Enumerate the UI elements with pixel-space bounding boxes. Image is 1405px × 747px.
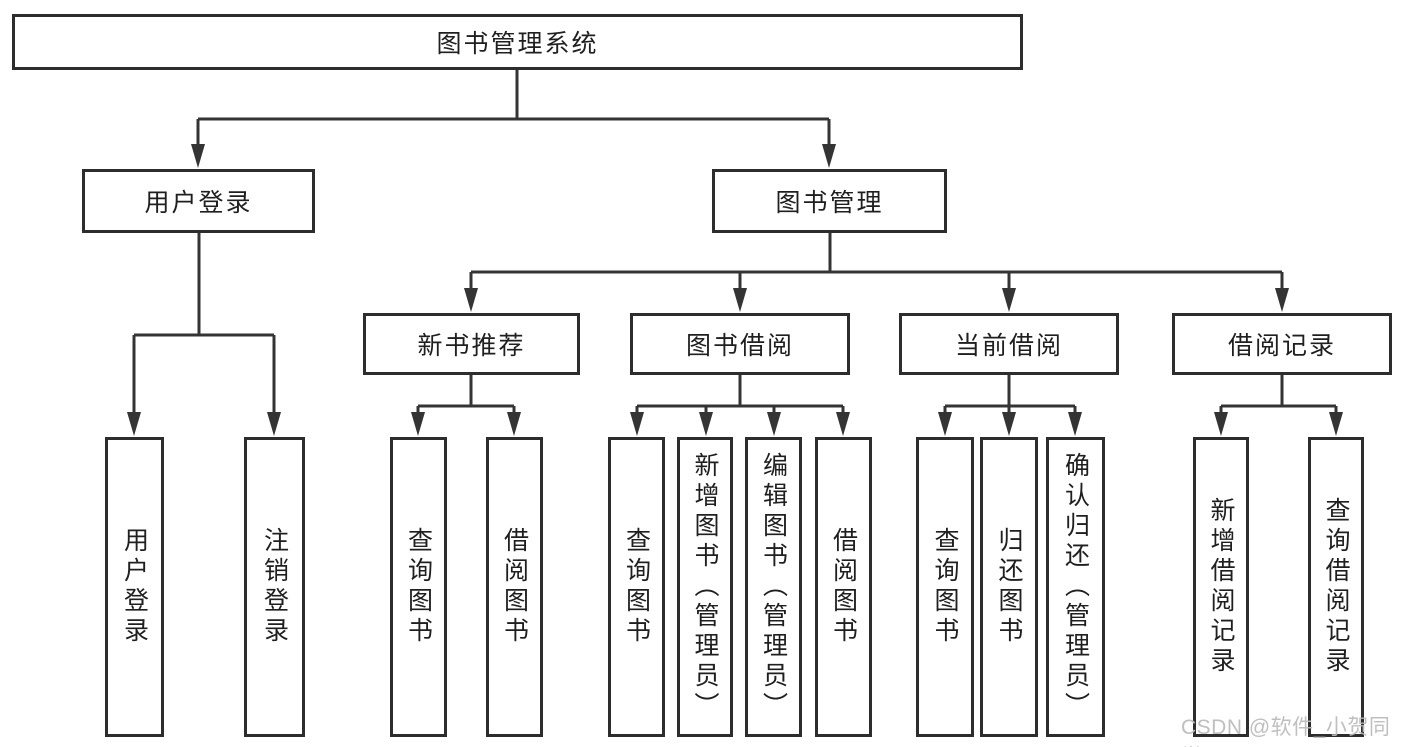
- leaf-current-return-books: 归还图书: [980, 437, 1038, 737]
- node-library-system: 图书管理系统: [12, 14, 1023, 70]
- node-new-book-recommend: 新书推荐: [363, 313, 580, 375]
- node-borrowing-records: 借阅记录: [1172, 313, 1392, 375]
- leaf-current-query-books: 查询图书: [916, 437, 974, 737]
- leaf-logout: 注销登录: [244, 437, 305, 737]
- tree-edges: [132, 70, 1338, 416]
- leaf-current-confirm-return-admin: 确认归还（管理员）: [1046, 437, 1105, 737]
- leaf-recommend-borrow-books: 借阅图书: [486, 437, 543, 737]
- node-book-borrowing: 图书借阅: [630, 313, 850, 375]
- leaf-records-query-record: 查询借阅记录: [1308, 437, 1364, 737]
- arrowheads: [127, 144, 1343, 436]
- node-book-management: 图书管理: [712, 169, 947, 233]
- leaf-user-login: 用户登录: [105, 437, 164, 737]
- leaf-borrowing-edit-books-admin: 编辑图书（管理员）: [745, 437, 802, 737]
- leaf-recommend-query-books: 查询图书: [390, 437, 447, 737]
- node-user-login: 用户登录: [82, 169, 315, 233]
- leaf-borrowing-add-books-admin: 新增图书（管理员）: [677, 437, 733, 737]
- leaf-records-add-record: 新增借阅记录: [1193, 437, 1249, 737]
- leaf-borrowing-borrow-books: 借阅图书: [815, 437, 872, 737]
- node-current-borrowing: 当前借阅: [899, 313, 1119, 375]
- leaf-borrowing-query-books: 查询图书: [608, 437, 665, 737]
- csdn-watermark: CSDN @软件_小贺同学: [1181, 716, 1391, 747]
